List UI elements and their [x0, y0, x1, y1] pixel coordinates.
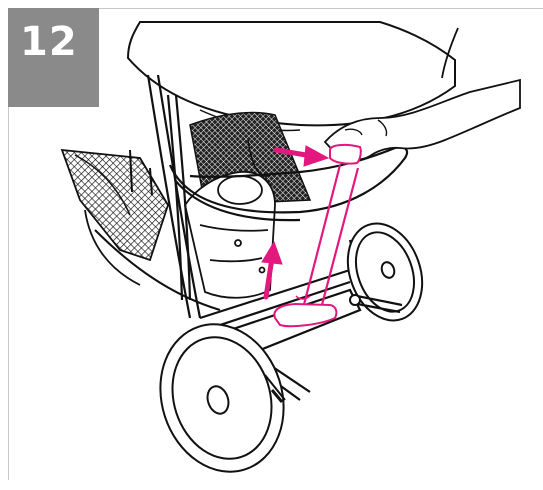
step-number-badge: 12	[8, 8, 99, 107]
step-number: 12	[20, 22, 78, 62]
